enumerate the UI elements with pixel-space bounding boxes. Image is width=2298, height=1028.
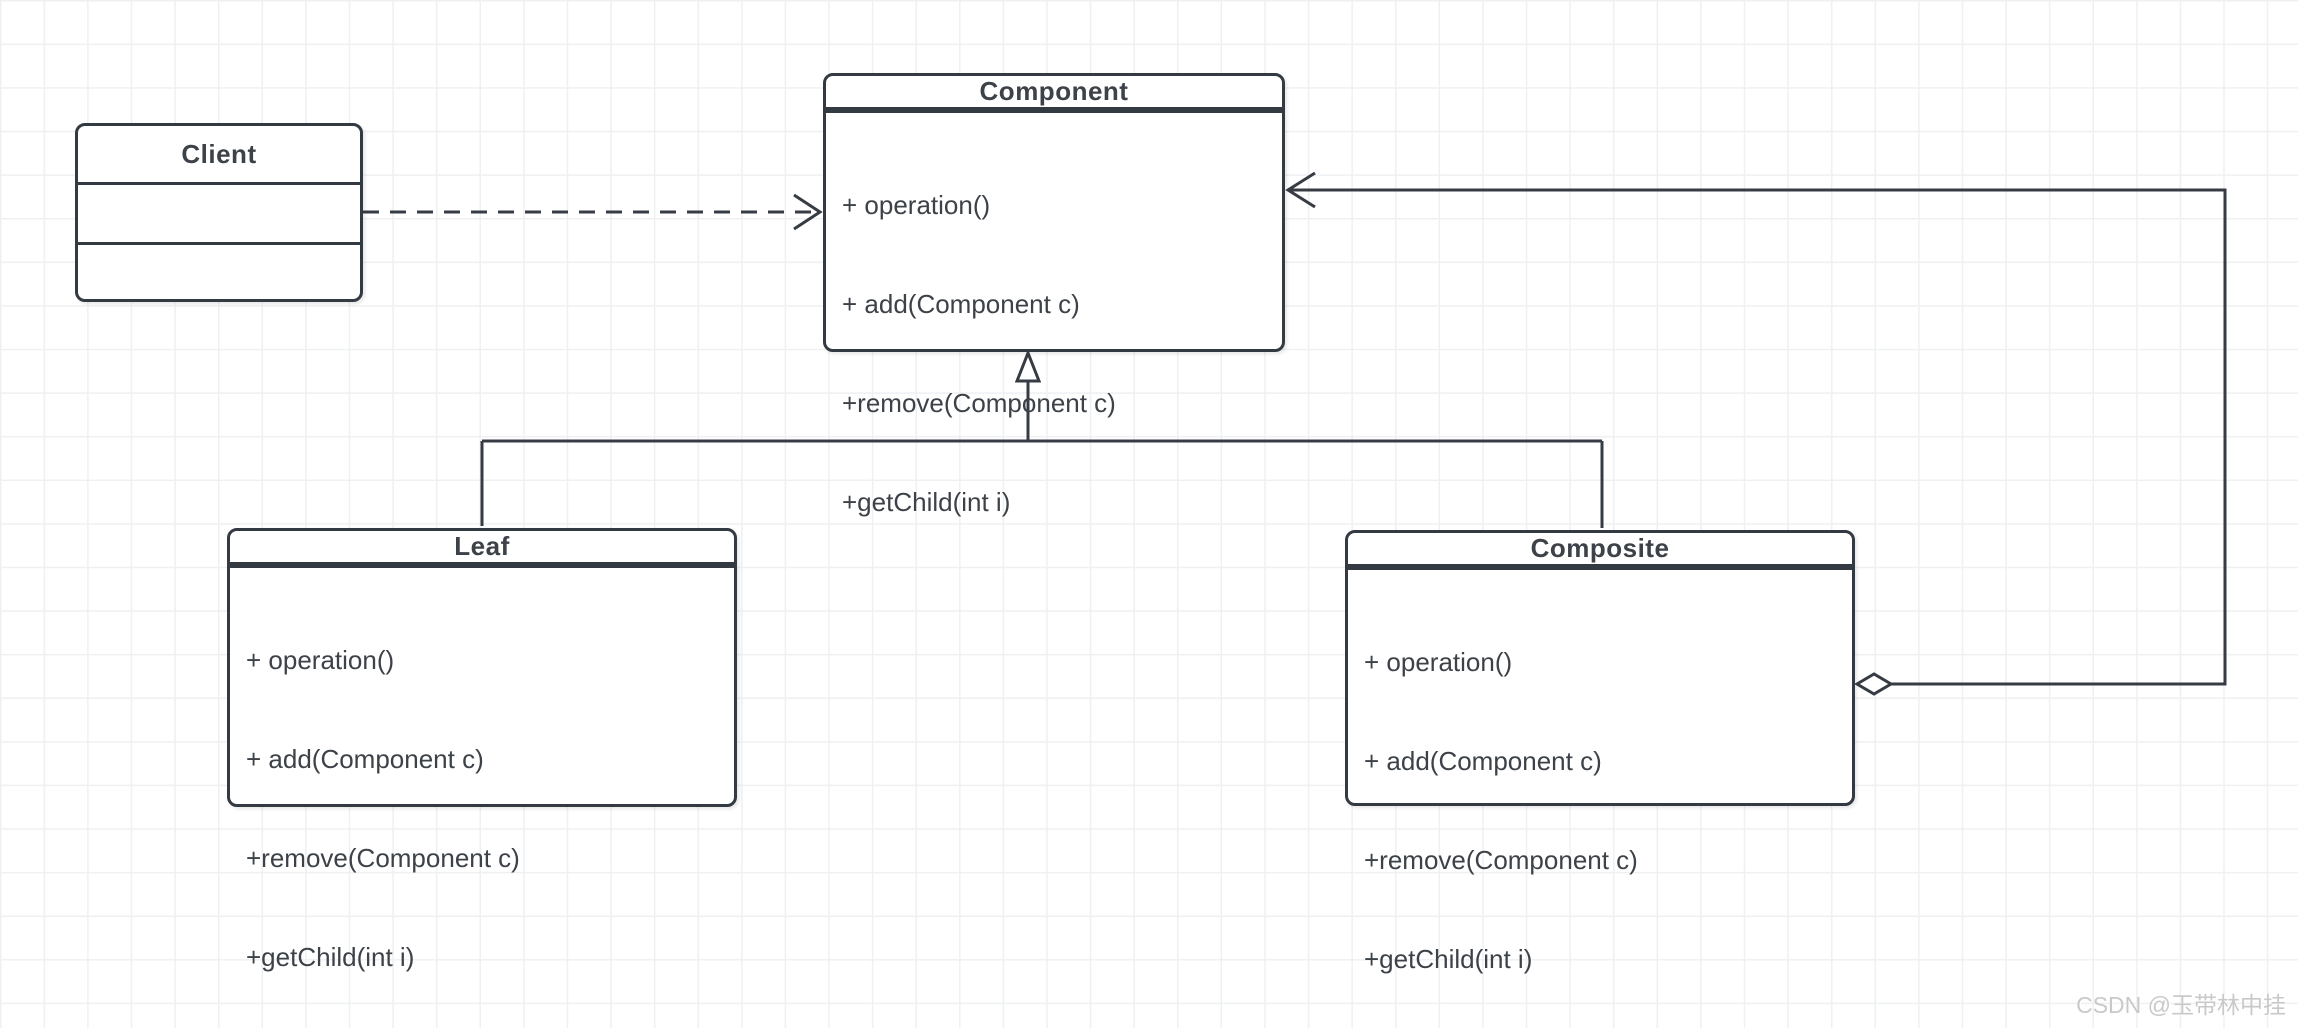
class-attributes-component-empty [826, 110, 1282, 113]
csdn-watermark: CSDN @玉带林中挂 [2076, 992, 2286, 1018]
class-box-component: Component + operation() + add(Component … [823, 73, 1285, 517]
dependency-open-arrowhead [793, 193, 823, 231]
method-remove: +remove(Component c) [1364, 845, 1638, 875]
class-attributes-leaf-empty [230, 565, 734, 568]
class-title-leaf: Leaf [230, 531, 734, 565]
class-methods-component: + operation() + add(Component c) +remove… [826, 113, 1282, 585]
method-remove: +remove(Component c) [842, 388, 1116, 418]
method-operation: + operation() [246, 645, 395, 675]
method-getchild: +getChild(int i) [1364, 944, 1533, 974]
method-operation: + operation() [1364, 647, 1513, 677]
class-attributes-composite-empty [1348, 567, 1852, 570]
class-methods-composite: + operation() + add(Component c) +remove… [1348, 570, 1852, 1028]
class-attributes-client-empty [78, 185, 360, 245]
aggregation-hollow-diamond [1854, 672, 1894, 696]
class-box-leaf: Leaf + operation() + add(Component c) +r… [227, 528, 737, 972]
class-title-composite: Composite [1348, 533, 1852, 567]
method-add: + add(Component c) [842, 289, 1080, 319]
class-title-client: Client [78, 126, 360, 185]
class-methods-leaf: + operation() + add(Component c) +remove… [230, 568, 734, 1028]
method-add: + add(Component c) [1364, 746, 1602, 776]
class-box-composite: Composite + operation() + add(Component … [1345, 530, 1855, 974]
class-methods-client-empty [78, 245, 360, 299]
method-getchild: +getChild(int i) [246, 942, 415, 972]
method-add: + add(Component c) [246, 744, 484, 774]
method-remove: +remove(Component c) [246, 843, 520, 873]
method-getchild: +getChild(int i) [842, 487, 1011, 517]
class-box-client: Client [75, 123, 363, 302]
method-operation: + operation() [842, 190, 991, 220]
class-title-component: Component [826, 76, 1282, 110]
aggregation-open-arrowhead [1285, 171, 1316, 209]
